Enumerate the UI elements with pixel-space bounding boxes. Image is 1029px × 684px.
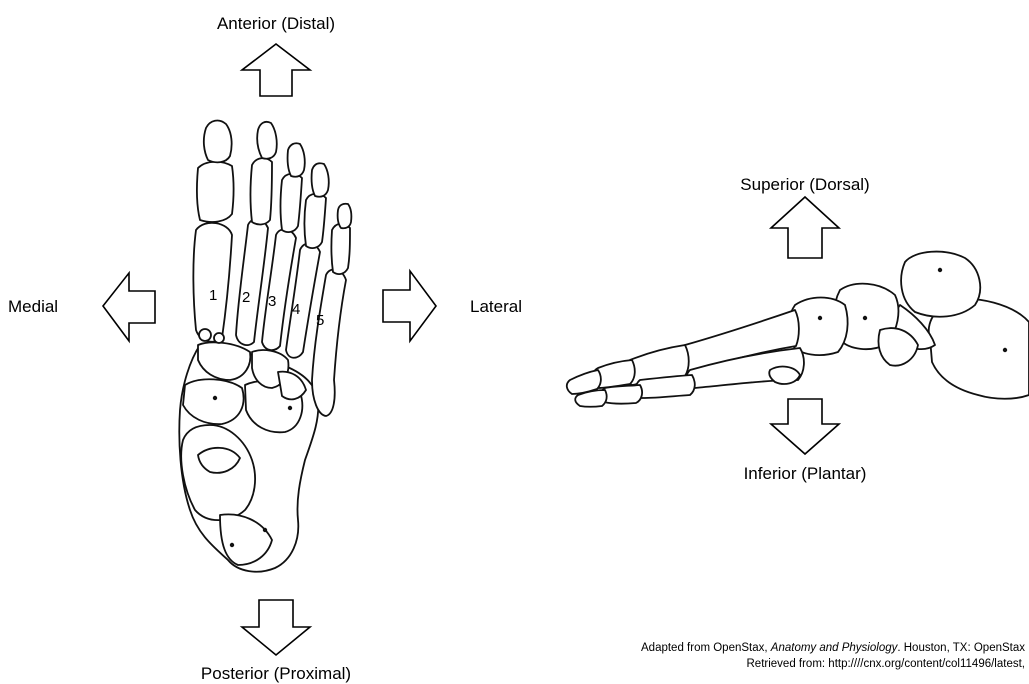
toe-number-5: 5 — [316, 311, 324, 331]
attribution-credit: Adapted from OpenStax, Anatomy and Physi… — [641, 640, 1025, 672]
arrow-up-anterior — [242, 44, 310, 96]
toe-number-1: 1 — [209, 286, 217, 306]
label-posterior: Posterior (Proximal) — [201, 664, 351, 684]
label-anterior: Anterior (Distal) — [217, 14, 335, 34]
label-medial: Medial — [8, 297, 58, 317]
foot-dorsal-illustration — [179, 121, 351, 572]
label-superior: Superior (Dorsal) — [740, 175, 869, 195]
arrow-down-posterior — [242, 600, 310, 655]
credit-suffix: . Houston, TX: OpenStax — [897, 642, 1025, 654]
toe-number-2: 2 — [242, 288, 250, 308]
arrow-left-medial — [103, 273, 155, 341]
toe-number-3: 3 — [268, 292, 276, 312]
credit-line-1: Adapted from OpenStax, Anatomy and Physi… — [641, 640, 1025, 656]
credit-title: Anatomy and Physiology — [771, 642, 898, 654]
credit-prefix: Adapted from OpenStax, — [641, 642, 771, 654]
label-lateral: Lateral — [470, 297, 522, 317]
arrow-up-superior — [771, 197, 839, 258]
label-inferior: Inferior (Plantar) — [744, 464, 867, 484]
foot-lateral-illustration — [567, 252, 1029, 407]
credit-line-2: Retrieved from: http:////cnx.org/content… — [641, 656, 1025, 672]
arrow-down-inferior — [771, 399, 839, 454]
toe-number-4: 4 — [292, 300, 300, 320]
arrow-right-lateral — [383, 271, 436, 341]
